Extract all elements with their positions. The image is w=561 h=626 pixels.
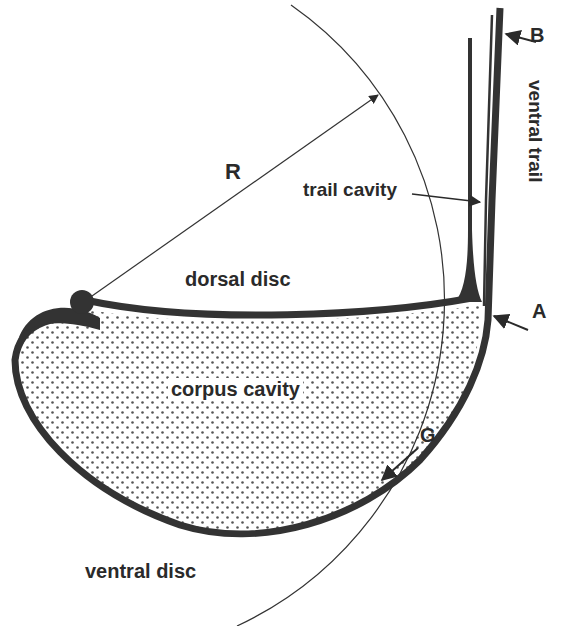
corpus-cavity	[15, 305, 480, 534]
part-name: ventral disc	[85, 560, 196, 582]
part-name: corpus cavity	[168, 378, 303, 400]
dorsal-disc	[85, 298, 472, 315]
disc-hook	[18, 308, 100, 340]
part-label: G	[420, 424, 436, 446]
trail-inner-wall	[455, 38, 482, 302]
ventral-disc	[15, 8, 500, 534]
radius-label: R	[225, 160, 241, 184]
leader-line	[382, 448, 418, 480]
part-name: dorsal disc	[185, 268, 291, 290]
dorsal-knob	[70, 290, 94, 314]
leader-line	[494, 316, 528, 330]
leader-line	[412, 194, 480, 202]
part-name: ventral trail	[524, 80, 545, 182]
ventral-trail-inner	[484, 15, 492, 306]
part-name: trail cavity	[300, 180, 400, 201]
part-label: A	[532, 300, 546, 322]
part-label: B	[530, 24, 544, 46]
